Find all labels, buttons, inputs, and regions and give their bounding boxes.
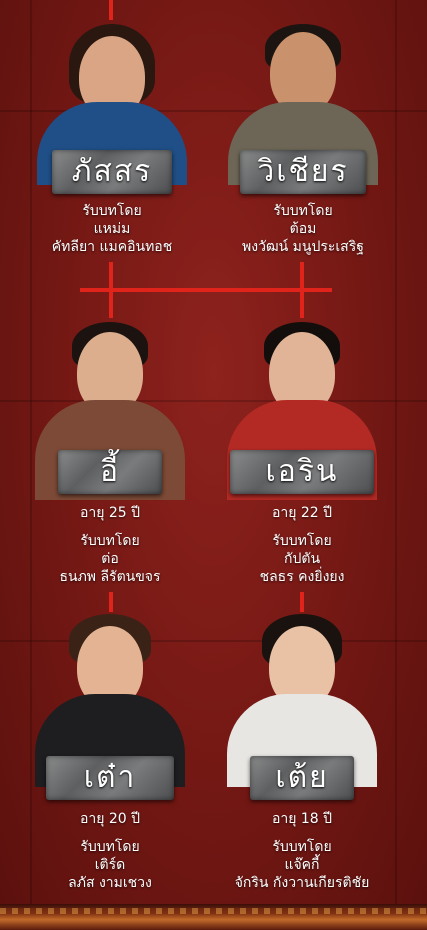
grid-line (0, 110, 427, 112)
actor-fullname: ลภัส งามเชวง (68, 875, 152, 891)
role-by-label: รับบทโดย (82, 203, 142, 219)
character-name-plate: เต๋า (46, 756, 174, 800)
connector-line (300, 592, 304, 612)
cast-card-erin: เอริน อายุ 22 ปี รับบทโดย กัปตัน ชลธร คง… (212, 310, 392, 600)
character-name-plate: เต้ย (250, 756, 354, 800)
character-name-plate: วิเชียร (240, 150, 366, 194)
actor-fullname: ชลธร คงยิ่งยง (259, 569, 345, 585)
grid-line (395, 0, 397, 930)
role-by-label: รับบทโดย (273, 203, 333, 219)
cast-card-tao: เต๋า อายุ 20 ปี รับบทโดย เติร์ด ลภัส งาม… (20, 608, 200, 908)
character-age: อายุ 18 ปี (271, 811, 333, 827)
grid-line (0, 640, 427, 642)
actor-nickname: ต่อ (101, 551, 119, 567)
character-name-plate: อี้ (58, 450, 162, 494)
character-info: อายุ 18 ปี รับบทโดย แจ๊คกี้ จักริน กังวา… (212, 810, 392, 892)
character-info: อายุ 25 ปี รับบทโดย ต่อ ธนภพ ลีรัตนขจร (20, 504, 200, 586)
grid-line (0, 400, 427, 402)
character-info: อายุ 20 ปี รับบทโดย เติร์ด ลภัส งามเชวง (20, 810, 200, 892)
role-by-label: รับบทโดย (80, 533, 140, 549)
cast-card-ee: อี้ อายุ 25 ปี รับบทโดย ต่อ ธนภพ ลีรัตนข… (20, 310, 200, 600)
actor-nickname: ต้อม (289, 221, 317, 237)
connector-line (80, 288, 332, 292)
connector-line (109, 288, 113, 318)
cast-card-passorn: ภัสสร รับบทโดย แหม่ม คัทลียา แมคอินทอช (22, 0, 202, 270)
actor-nickname: แหม่ม (93, 221, 131, 237)
grid-line (30, 0, 32, 930)
character-age: อายุ 20 ปี (79, 811, 141, 827)
role-by-label: รับบทโดย (80, 839, 140, 855)
character-info: รับบทโดย ต้อม พงวัฒน์ มนูประเสริฐ (213, 202, 393, 256)
connector-line (300, 262, 304, 292)
actor-fullname: ธนภพ ลีรัตนขจร (59, 569, 161, 585)
cast-card-wichian: วิเชียร รับบทโดย ต้อม พงวัฒน์ มนูประเสริ… (213, 0, 393, 270)
actor-nickname: แจ๊คกี้ (284, 857, 320, 873)
role-by-label: รับบทโดย (272, 533, 332, 549)
actor-nickname: กัปตัน (283, 551, 321, 567)
connector-line (109, 262, 113, 292)
actor-nickname: เติร์ด (94, 857, 126, 873)
actor-fullname: จักริน กังวานเกียรติชัย (234, 875, 370, 891)
character-age: อายุ 25 ปี (79, 505, 141, 521)
connector-line (300, 288, 304, 318)
decorative-footer-border (0, 904, 427, 930)
actor-fullname: คัทลียา แมคอินทอช (51, 239, 173, 255)
connector-line (109, 0, 113, 20)
character-age: อายุ 22 ปี (271, 505, 333, 521)
connector-line (109, 592, 113, 612)
role-by-label: รับบทโดย (272, 839, 332, 855)
character-name-plate: ภัสสร (52, 150, 172, 194)
character-name-plate: เอริน (230, 450, 374, 494)
character-info: รับบทโดย แหม่ม คัทลียา แมคอินทอช (22, 202, 202, 256)
actor-fullname: พงวัฒน์ มนูประเสริฐ (242, 239, 364, 255)
cast-card-toey: เต้ย อายุ 18 ปี รับบทโดย แจ๊คกี้ จักริน … (212, 608, 392, 908)
character-info: อายุ 22 ปี รับบทโดย กัปตัน ชลธร คงยิ่งยง (212, 504, 392, 586)
